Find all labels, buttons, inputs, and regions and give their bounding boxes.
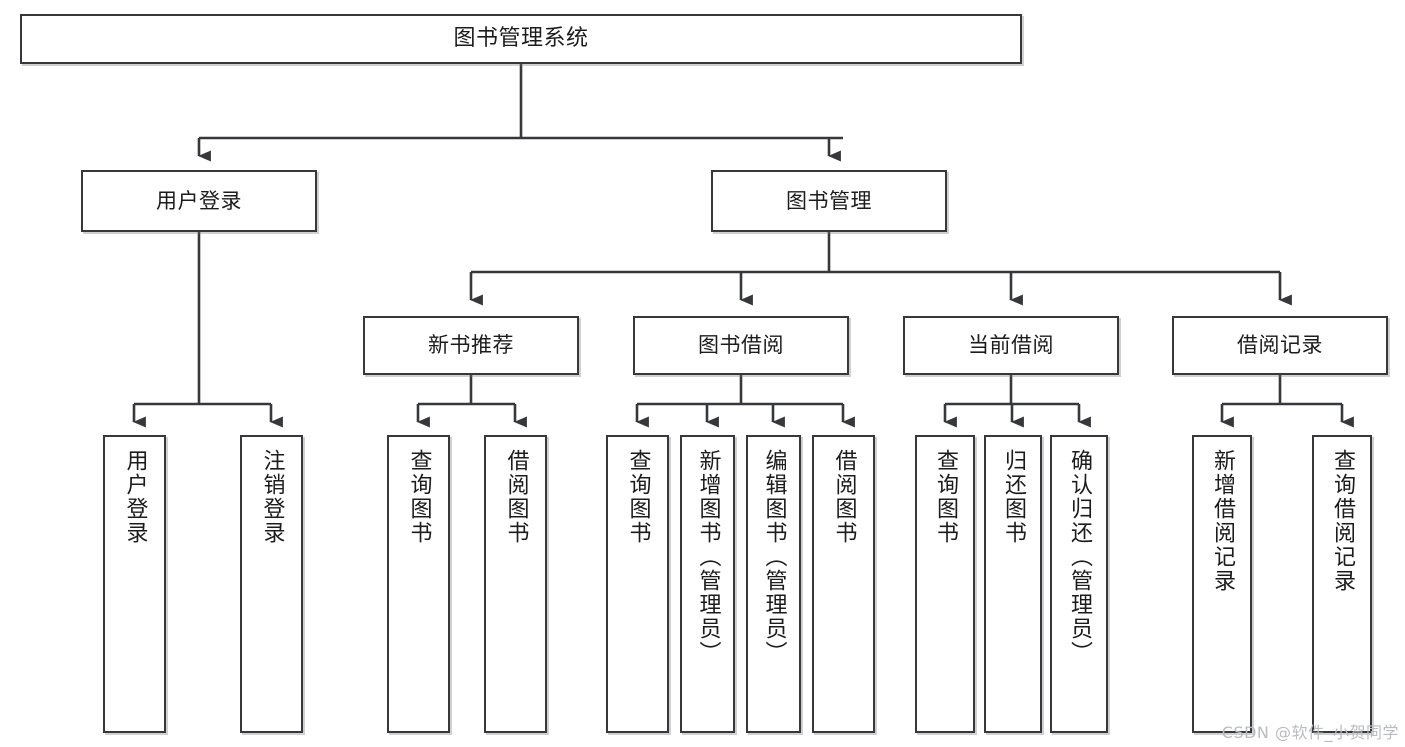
node-book-management[interactable]: 图书管理 [711, 170, 947, 232]
node-leaf-user-login[interactable]: 用户登录 [103, 435, 166, 733]
node-leaf-query-borrow-record[interactable]: 查询借阅记录 [1312, 435, 1372, 733]
node-label: 用户登录 [122, 449, 148, 545]
node-label: 借阅图书 [831, 449, 857, 545]
node-leaf-borrow-book-1[interactable]: 借阅图书 [484, 435, 547, 733]
node-label: 借阅图书 [503, 449, 529, 545]
node-current-borrow[interactable]: 当前借阅 [903, 316, 1119, 375]
node-leaf-query-book-2[interactable]: 查询图书 [606, 435, 669, 733]
node-label: 新书推荐 [428, 333, 514, 358]
node-leaf-confirm-return-admin[interactable]: 确认归还（管理员） [1050, 435, 1108, 733]
node-leaf-user-logout[interactable]: 注销登录 [240, 435, 303, 733]
node-label: 查询图书 [932, 449, 958, 545]
node-leaf-add-borrow-record[interactable]: 新增借阅记录 [1192, 435, 1252, 733]
node-leaf-query-book-1[interactable]: 查询图书 [387, 435, 450, 733]
node-leaf-query-book-3[interactable]: 查询图书 [915, 435, 975, 733]
node-label: 图书管理系统 [453, 26, 589, 52]
node-label: 新增图书（管理员） [695, 449, 721, 665]
node-label: 查询图书 [406, 449, 432, 545]
node-label: 查询图书 [625, 449, 651, 545]
node-label: 注销登录 [259, 449, 285, 545]
node-label: 借阅记录 [1237, 333, 1323, 358]
node-leaf-borrow-book-2[interactable]: 借阅图书 [812, 435, 875, 733]
node-label: 查询借阅记录 [1329, 449, 1355, 593]
node-leaf-add-book-admin[interactable]: 新增图书（管理员） [680, 435, 735, 733]
node-label: 归还图书 [1000, 449, 1026, 545]
node-borrow-record[interactable]: 借阅记录 [1172, 316, 1388, 375]
node-label: 图书管理 [786, 188, 872, 213]
node-book-borrow[interactable]: 图书借阅 [633, 316, 849, 375]
node-label: 当前借阅 [968, 333, 1054, 358]
node-new-book-recommend[interactable]: 新书推荐 [363, 316, 579, 375]
node-label: 确认归还（管理员） [1066, 449, 1092, 665]
node-leaf-edit-book-admin[interactable]: 编辑图书（管理员） [746, 435, 801, 733]
node-book-management-system[interactable]: 图书管理系统 [20, 14, 1022, 64]
node-label: 新增借阅记录 [1209, 449, 1235, 593]
node-label: 编辑图书（管理员） [761, 449, 787, 665]
node-label: 用户登录 [156, 188, 242, 213]
node-leaf-return-book[interactable]: 归还图书 [984, 435, 1042, 733]
node-user-login[interactable]: 用户登录 [81, 170, 317, 232]
node-label: 图书借阅 [698, 333, 784, 358]
